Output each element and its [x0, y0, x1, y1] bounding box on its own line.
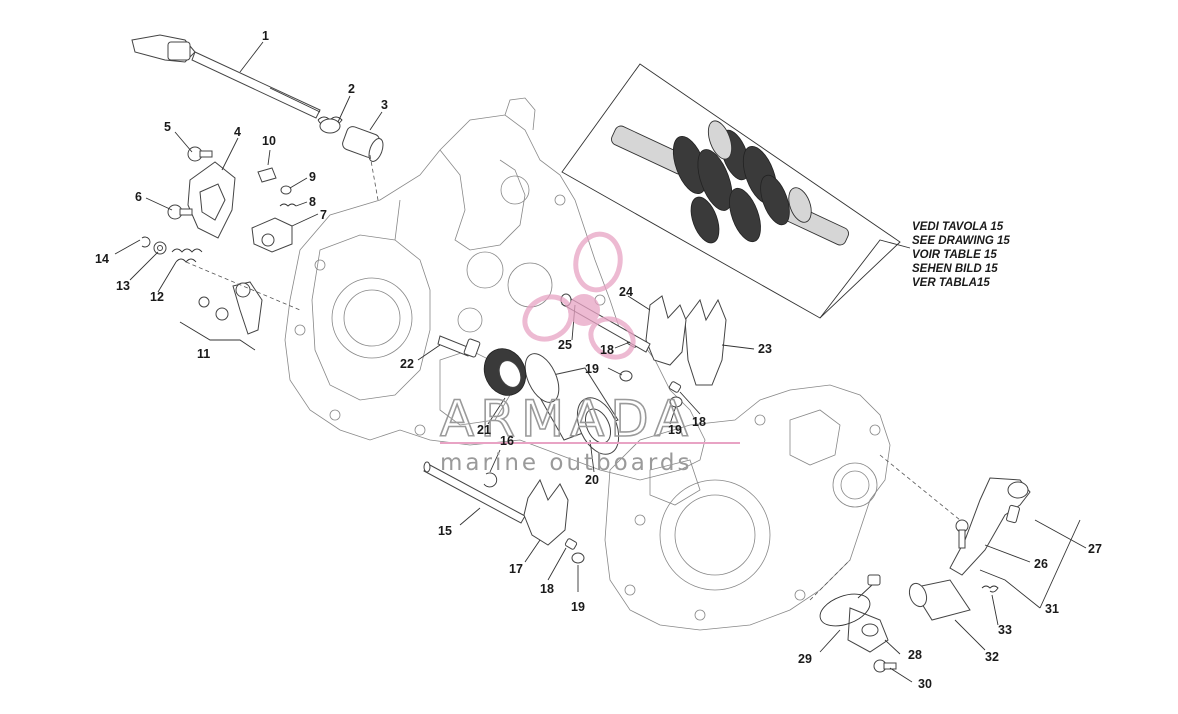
watermark-title: ARMADA [440, 390, 694, 448]
part-spring-2 [317, 116, 343, 134]
callout-19-middle: 19 [585, 362, 599, 376]
callout-21: 21 [477, 423, 491, 437]
callout-7: 7 [320, 208, 327, 222]
part-spring-33 [981, 585, 999, 593]
part-screw-6 [167, 204, 193, 220]
part-washer-13 [153, 241, 167, 255]
part-circlip-16 [483, 472, 498, 488]
callout-22: 22 [400, 357, 414, 371]
part-roller-19-a [571, 552, 585, 564]
part-screw-30 [873, 659, 897, 673]
part-star-21 [483, 348, 527, 396]
leader-lines [114, 41, 1087, 683]
callout-15: 15 [438, 524, 452, 538]
callout-23: 23 [758, 342, 772, 356]
callout-2: 2 [348, 82, 355, 96]
callout-1: 1 [262, 29, 269, 43]
part-bolt-22 [437, 335, 481, 358]
watermark-subtitle: marine outboards [440, 450, 692, 476]
part-pad-10 [257, 167, 277, 183]
callout-17: 17 [509, 562, 523, 576]
crankcase-right-half [604, 384, 891, 631]
reference-note-line-5: VER TABLA15 [912, 277, 990, 289]
reference-note-line-1: VEDI TAVOLA 15 [912, 221, 1004, 233]
part-fork-24 [645, 295, 687, 366]
gearbox-reference-box: VEDI TAVOLA 15 SEE DRAWING 15 VOIR TABLE… [561, 63, 1010, 319]
part-pedal-rubber-32 [908, 579, 971, 621]
crankcase-left-half [284, 97, 706, 481]
reference-note-line-3: VOIR TABLE 15 [912, 249, 997, 261]
reference-note-line-2: SEE DRAWING 15 [912, 235, 1010, 247]
callout-32: 32 [985, 650, 999, 664]
callout-6: 6 [135, 190, 142, 204]
part-screw-5 [187, 146, 213, 162]
callout-3: 3 [381, 98, 388, 112]
part-spring-12 [171, 248, 203, 263]
callout-30: 30 [918, 677, 932, 691]
callout-18-right: 18 [692, 415, 706, 429]
callout-11: 11 [197, 347, 210, 361]
gearbox-shafts-illustration [611, 120, 850, 246]
part-oring-29 [819, 574, 881, 627]
part-selector-drum-20 [524, 353, 620, 455]
callout-12: 12 [150, 290, 164, 304]
part-pin-18-a [564, 538, 578, 550]
callout-19-lower: 19 [571, 600, 585, 614]
part-roller-19-b [619, 370, 633, 382]
part-spring-8 [279, 203, 297, 207]
callout-27: 27 [1088, 542, 1102, 556]
part-fork-17 [523, 478, 569, 546]
callout-25: 25 [558, 338, 572, 352]
callout-4: 4 [234, 125, 241, 139]
callout-28: 28 [908, 648, 922, 662]
part-fork-shaft-15 [423, 461, 526, 524]
callout-16: 16 [500, 434, 514, 448]
part-fork-23 [684, 298, 727, 386]
part-gear-shift-shaft [131, 34, 321, 119]
callout-8: 8 [309, 195, 316, 209]
callout-18-lower: 18 [540, 582, 554, 596]
callout-10: 10 [262, 134, 276, 148]
callout-9: 9 [309, 170, 316, 184]
callout-labels: 1 2 3 4 5 6 7 8 9 10 11 12 13 14 15 16 1… [95, 29, 1102, 691]
callout-24: 24 [619, 285, 633, 299]
callout-5: 5 [164, 120, 171, 134]
part-lever-11 [198, 281, 263, 335]
part-pin-9 [280, 185, 292, 195]
part-sensor-28 [847, 607, 889, 653]
callout-26: 26 [1034, 557, 1048, 571]
callout-29: 29 [798, 652, 812, 666]
callout-31: 31 [1045, 602, 1059, 616]
part-selector-7 [251, 217, 293, 253]
reference-note-line-4: SEHEN BILD 15 [912, 263, 998, 275]
part-pin-18-c [668, 381, 682, 393]
callout-33: 33 [998, 623, 1012, 637]
part-shift-lever-27 [949, 477, 1031, 576]
callout-20: 20 [585, 473, 599, 487]
callout-13: 13 [116, 279, 130, 293]
part-circlip-14 [141, 236, 151, 248]
part-bolt-26 [955, 519, 969, 549]
part-bush-3 [342, 126, 384, 162]
watermark-logo [522, 231, 636, 360]
callout-18-middle: 18 [600, 343, 614, 357]
callout-14: 14 [95, 252, 109, 266]
part-plate-4 [187, 161, 236, 239]
callout-19-right: 19 [668, 423, 682, 437]
